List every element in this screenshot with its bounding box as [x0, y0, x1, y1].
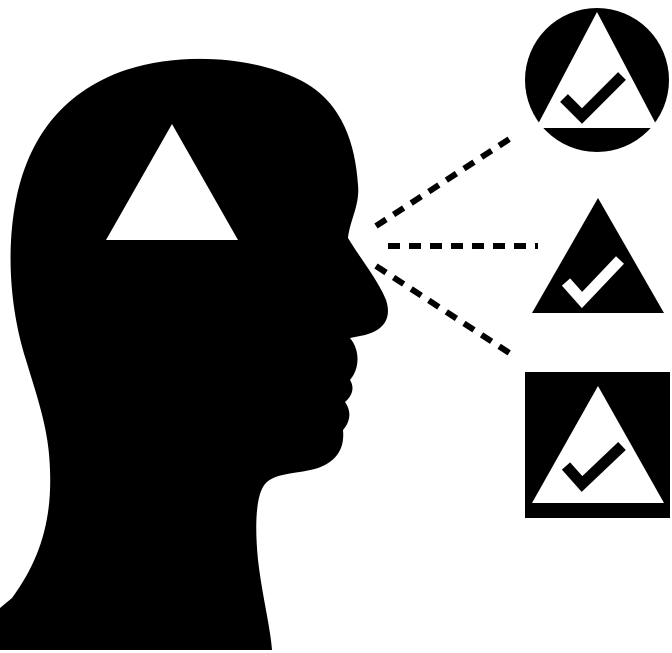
head-profile-silhouette-icon [0, 59, 388, 650]
gaze-line-top [376, 136, 514, 226]
gaze-line-bottom [376, 266, 514, 356]
circle-triangle-check-icon [525, 8, 669, 152]
triangle-badge [532, 198, 664, 313]
dotted-gaze-lines [376, 136, 538, 356]
square-triangle-check-icon [525, 372, 670, 518]
triangle-check-icon [532, 198, 664, 313]
